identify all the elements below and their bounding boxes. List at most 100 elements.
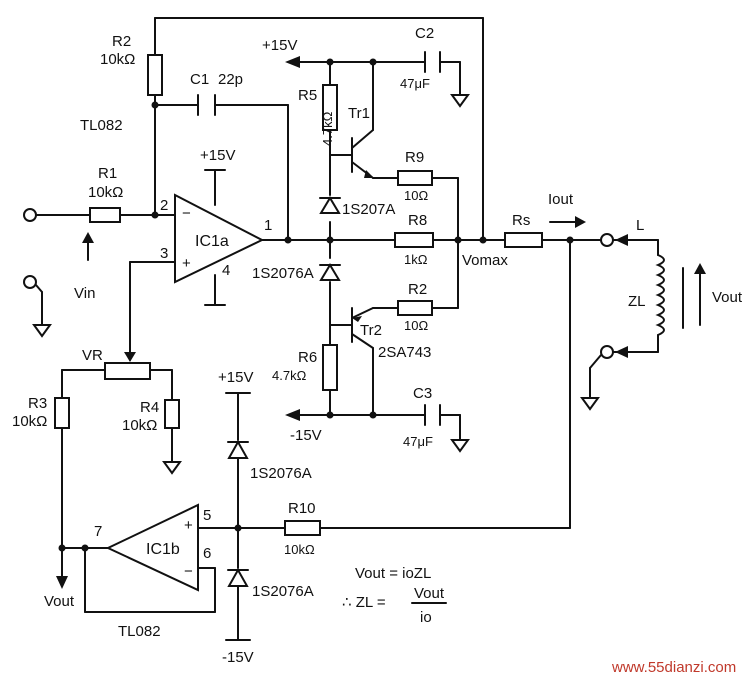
input-ground-terminal — [23, 275, 37, 289]
diode-1s2076a-lower — [227, 567, 249, 587]
label-tr2: Tr2 — [360, 322, 382, 339]
resistor-rs — [504, 232, 543, 248]
label-r1-value: 10kΩ — [88, 184, 123, 201]
resistor-r1 — [89, 207, 121, 223]
label-r3: R3 — [28, 395, 47, 412]
label-r2-value: 10kΩ — [100, 51, 135, 68]
label-diode-1s2076a-column: 1S2076A — [252, 265, 314, 282]
label-ic1a-plus: + — [182, 255, 191, 272]
label-minus15-bottom: -15V — [222, 649, 254, 666]
label-diode-1s207a: 1S207A — [342, 201, 395, 218]
label-plus15-mid: +15V — [218, 369, 253, 386]
tr2-emitter-arrow — [352, 316, 362, 322]
label-tr2-part: 2SA743 — [378, 344, 431, 361]
label-ic-part-bottom: TL082 — [118, 623, 161, 640]
resistor-r2-10ohm — [397, 300, 433, 316]
label-r8-value: 1kΩ — [404, 252, 428, 267]
capacitor-c2 — [424, 51, 441, 73]
label-r6: R6 — [298, 349, 317, 366]
resistor-r5 — [322, 84, 338, 131]
label-pin4: 4 — [222, 262, 230, 279]
label-r8: R8 — [408, 212, 427, 229]
capacitor-c1 — [197, 94, 216, 116]
label-zl: ZL — [628, 293, 646, 310]
capacitor-c3 — [424, 404, 441, 426]
label-vin: Vin — [74, 285, 95, 302]
label-ic1b-plus: + — [184, 517, 193, 534]
ground-symbols — [32, 94, 600, 475]
label-ic1a-minus: − — [182, 205, 191, 222]
opamp-ic1b — [105, 503, 199, 592]
junctions — [58, 58, 574, 552]
variable-resistor-vr — [104, 362, 151, 380]
resistor-r6 — [322, 344, 338, 391]
label-r2b-value: 10Ω — [404, 318, 428, 333]
label-pin2: 2 — [160, 197, 168, 214]
label-c3-value: 47μF — [403, 434, 433, 449]
label-pin3: 3 — [160, 245, 168, 262]
label-r10: R10 — [288, 500, 316, 517]
plus15-top-arrow — [285, 56, 300, 68]
input-terminal — [23, 208, 37, 222]
diode-1s2076a-column — [319, 263, 341, 281]
label-r9: R9 — [405, 149, 424, 166]
label-l: L — [636, 217, 644, 234]
label-c3: C3 — [413, 385, 432, 402]
label-rs: Rs — [512, 212, 530, 229]
label-pin1: 1 — [264, 217, 272, 234]
resistor-r4 — [164, 399, 180, 429]
label-ic1b: IC1b — [146, 541, 180, 558]
label-r4: R4 — [140, 399, 159, 416]
label-r4-value: 10kΩ — [122, 417, 157, 434]
label-ic-part: TL082 — [80, 117, 123, 134]
label-ic1b-minus: − — [184, 563, 193, 580]
label-ic-supply: +15V — [200, 147, 235, 164]
label-r2b: R2 — [408, 281, 427, 298]
output-terminal-top — [600, 233, 614, 247]
diode-1s207a — [319, 196, 341, 214]
label-vomax: Vomax — [462, 252, 508, 269]
diode-1s2076a-upper — [227, 439, 249, 459]
label-c1: C1 — [190, 71, 209, 88]
tr1-emitter-arrow — [364, 170, 374, 178]
equation-vout: Vout = ioZL — [355, 565, 431, 582]
label-pin5: 5 — [203, 507, 211, 524]
resistor-r10 — [284, 520, 321, 536]
label-vr: VR — [82, 347, 103, 364]
resistor-r8 — [394, 232, 434, 248]
label-iout: Iout — [548, 191, 574, 208]
minus15-arrow — [285, 409, 300, 421]
labels: R2 10kΩ C1 22p +15V C2 47μF R5 4.7kΩ Tr1… — [12, 25, 743, 676]
label-minus15-mid: -15V — [290, 427, 322, 444]
label-pin7: 7 — [94, 523, 102, 540]
label-r3-value: 10kΩ — [12, 413, 47, 430]
label-r6-value: 4.7kΩ — [272, 368, 307, 383]
vr-wiper-arrow — [124, 352, 136, 362]
label-diode-1s2076a-upper: 1S2076A — [250, 465, 312, 482]
equation-zl-numerator: Vout — [414, 585, 445, 602]
opamp-ic1a — [174, 193, 265, 284]
resistor-r9 — [397, 170, 433, 186]
signal-arrows — [56, 216, 706, 589]
label-r2: R2 — [112, 33, 131, 50]
label-vout-left: Vout — [44, 593, 75, 610]
resistor-r3 — [54, 397, 70, 429]
label-r5: R5 — [298, 87, 317, 104]
equation-zl-denominator: io — [420, 609, 432, 626]
equation-zl-prefix: ∴ ZL = — [342, 594, 386, 611]
label-r10-value: 10kΩ — [284, 542, 315, 557]
label-r9-value: 10Ω — [404, 188, 428, 203]
label-tr1: Tr1 — [348, 105, 370, 122]
label-c2: C2 — [415, 25, 434, 42]
label-c1-value: 22p — [218, 71, 243, 88]
watermark: www.55dianzi.com — [611, 659, 736, 676]
label-c2-value: 47μF — [400, 76, 430, 91]
label-r1: R1 — [98, 165, 117, 182]
label-ic1a: IC1a — [195, 233, 229, 250]
resistor-r2-feedback — [147, 54, 163, 96]
label-pin6: 6 — [203, 545, 211, 562]
label-r5-value: 4.7kΩ — [320, 111, 335, 146]
output-terminal-bottom — [600, 345, 614, 359]
